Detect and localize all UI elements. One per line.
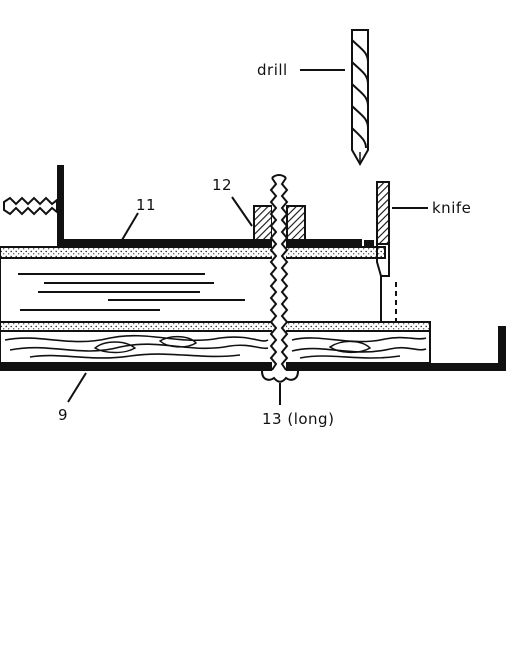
wood-block — [0, 330, 431, 364]
part-13-label: 13 (long) — [262, 410, 334, 428]
part-9-label: 9 — [58, 406, 68, 424]
part-12-label: 12 — [212, 176, 232, 194]
drill-label: drill — [257, 61, 288, 79]
guide-plate — [3, 165, 374, 246]
base-tray — [0, 326, 506, 371]
part-9-leader — [67, 372, 87, 403]
knife-label: knife — [432, 199, 471, 217]
middle-layer — [0, 258, 382, 322]
threaded-bolt — [261, 174, 299, 383]
part-12-leader — [231, 196, 253, 227]
lower-board — [0, 321, 431, 332]
upper-board — [0, 246, 386, 259]
part-11-label: 11 — [136, 196, 156, 214]
drill-bit — [351, 29, 369, 167]
part-11-leader — [121, 212, 139, 241]
